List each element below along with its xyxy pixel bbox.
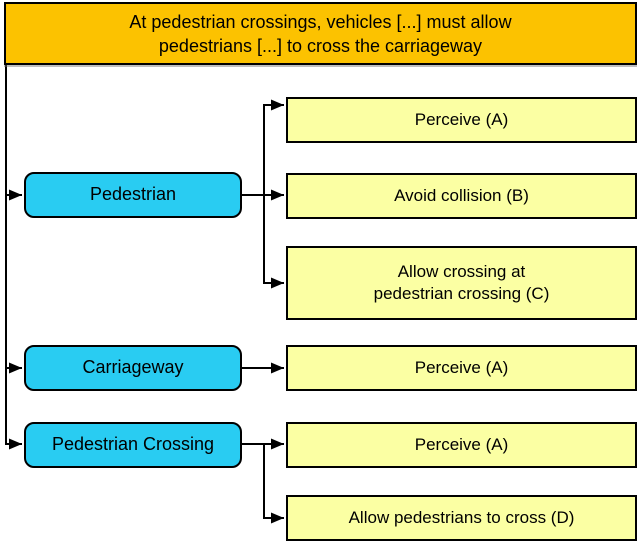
edge-pedestrian-to-perceive [263,99,284,195]
edge-title-to-pedestrian-crossing [5,65,22,450]
action-box-perceive-a-1: Perceive (A) [286,97,637,143]
action-box-allow-pedestrians-d: Allow pedestrians to cross (D) [286,495,637,541]
title-box: At pedestrian crossings, vehicles [...] … [4,2,637,65]
action-box-perceive-a-3: Perceive (A) [286,422,637,468]
action-box-allow-crossing-c: Allow crossing at pedestrian crossing (C… [286,246,637,320]
actor-box-pedestrian-crossing: Pedestrian Crossing [24,422,242,468]
actor-box-carriageway: Carriageway [24,345,242,391]
edge-pedestrian-to-allow-crossing [263,195,284,289]
action-box-avoid-collision-b: Avoid collision (B) [286,173,637,219]
action-box-perceive-a-2: Perceive (A) [286,345,637,391]
edge-pedestrian-crossing-to-allow-cross [263,444,284,524]
actor-box-pedestrian: Pedestrian [24,172,242,218]
